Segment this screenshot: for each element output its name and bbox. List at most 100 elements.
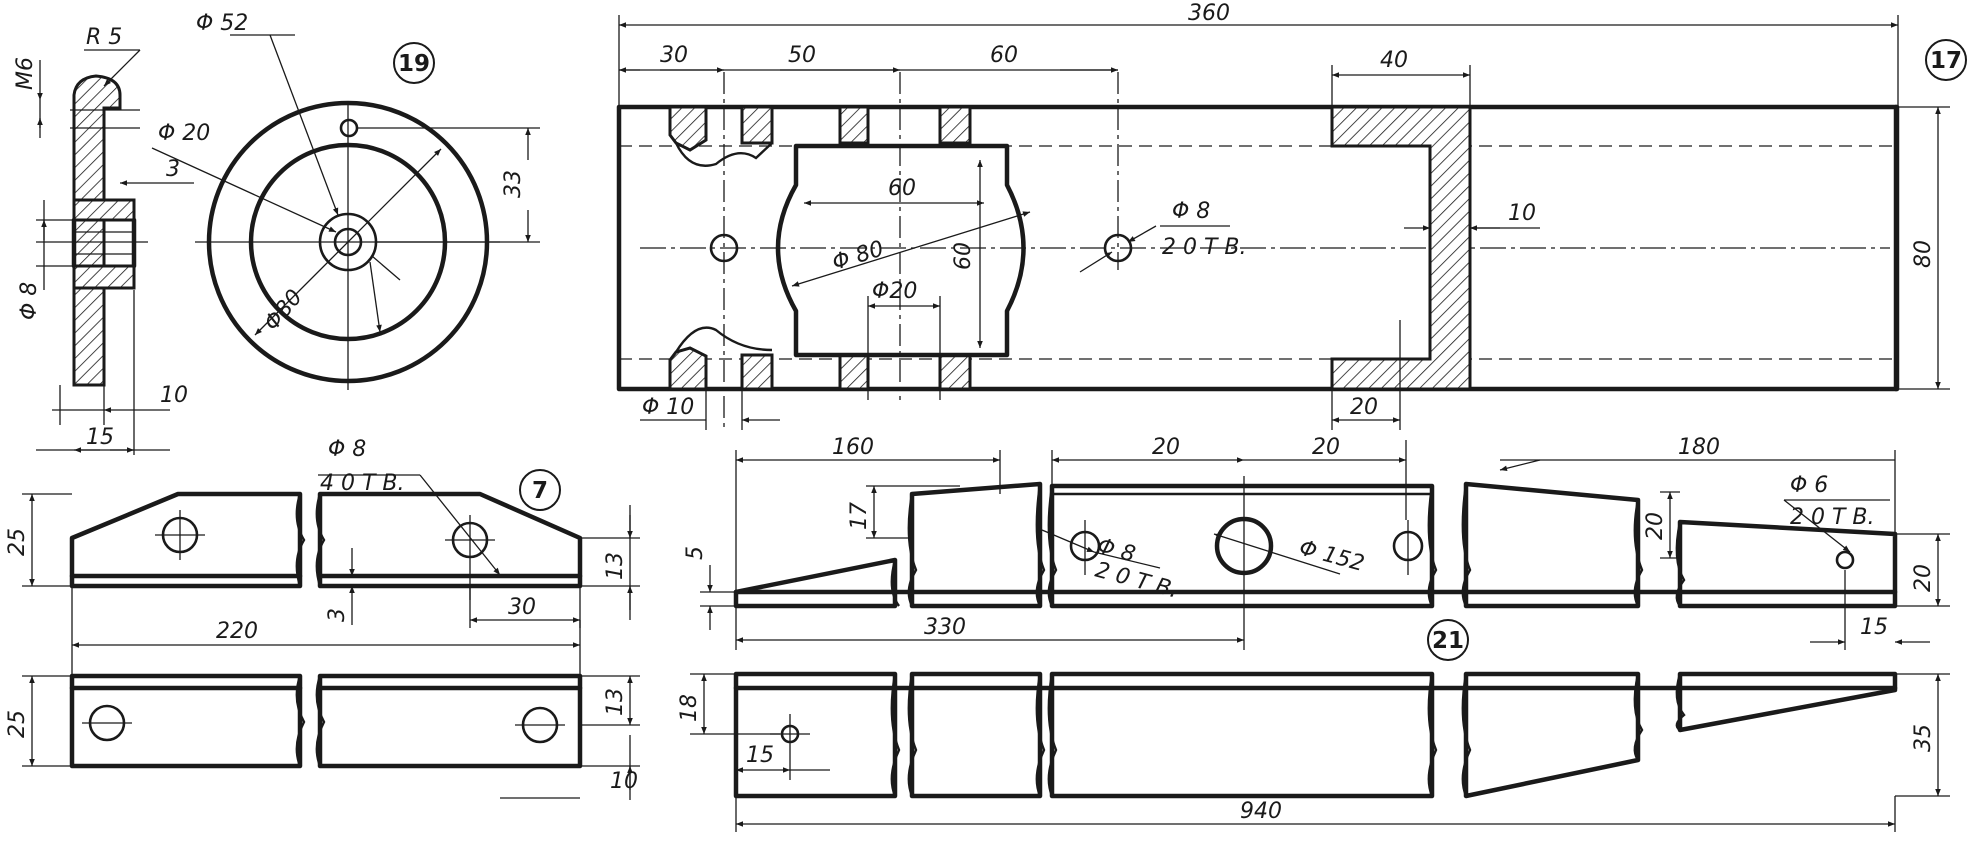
part-7-view: Φ 8 4 0 Т В. 25 13 3 30 220 [5,437,640,800]
p7-lower-break-r [315,675,326,767]
dim-d6: Φ 6 [1790,473,1828,498]
p17-d80-line [791,211,1031,287]
dim-20a-p21: 20 [1152,435,1180,460]
dim-17: 17 [847,502,872,530]
callout-17: 17 [1925,39,1967,81]
dim-d10-p17: Φ 10 [642,395,694,420]
p21-break-2 [907,493,918,607]
callout-21: 21 [1427,619,1469,661]
d52-leader [269,34,339,216]
dim-d20-p19: Φ 20 [158,121,210,146]
p17-block-tl3 [838,105,870,145]
dim-m6: M6 [13,57,38,90]
p7-hole-count: 4 0 Т В. [320,471,405,496]
p17-block-tl2 [740,105,774,145]
dim-220: 220 [216,619,258,644]
p21-lbreak-3 [1035,673,1046,797]
dim-d52: Φ 52 [196,11,248,36]
dim-15r-p21: 15 [1860,615,1888,640]
p21-hole-count-d6: 2 0 Т В. [1790,505,1875,530]
dim-60-inner: 60 [888,176,916,201]
dim-15-p21: 15 [746,743,774,768]
p21-break-4 [1047,485,1058,607]
p7-lower-break-l [295,675,306,767]
dim-d8-p19: Φ 8 [17,282,42,320]
p17-hole-count: 2 0 Т В. [1162,235,1247,260]
callout-21-circle [1427,619,1469,661]
dim-60-top: 60 [990,43,1018,68]
p21-lower-seg-1 [733,671,898,799]
dim-50-p17: 50 [788,43,816,68]
p17-block-bl1 [668,346,708,391]
p21-upper-seg-4 [1463,481,1641,609]
p21-break-6 [1461,483,1472,607]
p19-hub-rim-section [72,74,122,387]
p7-upper-bar-right [317,491,583,589]
dim-940: 940 [1240,799,1282,824]
p7-upper-break-r [315,493,326,587]
p7-lower-bar-right [317,673,583,769]
p21-lbreak-4 [1047,673,1058,797]
p21-dim180-arrow [1499,459,1541,472]
p21-upper-seg-2 [909,481,1043,609]
p21-break-7 [1633,499,1644,607]
dim-13-p7b: 13 [603,688,628,716]
callout-17-label: 17 [1930,48,1962,74]
part-21-view: Φ 8 2 0 Т В. Φ 152 Φ 6 2 0 Т В. 160 17 5… [677,435,1950,832]
dim-25-p7a: 25 [5,528,30,556]
p7-d8-leader [419,474,501,576]
d20-tick [371,255,401,281]
p21-lbreak-7 [1633,673,1644,761]
p17-bracket-section [1330,105,1472,391]
p17-block-tl4 [938,105,972,145]
dim-d8-p17: Φ 8 [1172,199,1210,224]
p17-block-bl3 [838,353,870,391]
dim-160: 160 [832,435,874,460]
dim-10-p7: 10 [610,769,638,794]
p21-hole-d6 [1835,550,1855,570]
p21-lower-seg-4 [1463,671,1641,799]
p19-boss-upper [72,198,136,222]
p21-upper-seg-3 [1049,483,1435,609]
p21-d6-leader [1783,499,1851,553]
p21-lbreak-5 [1427,673,1438,797]
dim-3-p7: 3 [325,608,350,622]
dim-3: 3 [166,157,180,182]
d52-arrow2 [369,261,382,333]
p21-d8-shelf [1093,551,1161,569]
p21-lbreak-2 [907,673,918,797]
p19-m6-hole [339,118,359,138]
p17-break-top [674,142,773,167]
r5-leader [103,49,141,87]
dim-33: 33 [501,170,526,198]
part-19-front-view: 33 Φ 52 Φ 20 Φ80 [151,11,540,390]
dim-d8-p7: Φ 8 [328,437,366,462]
p19-boss-lower [72,264,136,290]
p21-d152-leader [1213,533,1341,575]
callout-7-label: 7 [532,478,548,504]
dim-20v-p21: 20 [1643,512,1668,540]
callout-19-label: 19 [398,51,430,77]
dim-360: 360 [1188,1,1230,26]
dim-40-p17: 40 [1380,48,1408,73]
callout-7: 7 [519,469,561,511]
p21-break-5 [1427,485,1438,607]
p17-block-tl1 [668,105,708,152]
d80-diagonal [254,148,442,336]
p7-lower-bar-left [69,673,303,769]
p7-upper-bar-left [69,491,303,589]
dim-d20-p17: Φ20 [872,279,917,304]
p7-upper-break-l [295,493,306,587]
callout-17-circle [1925,39,1967,81]
p21-lbreak-1 [890,673,901,797]
dim-60-vert: 60 [951,242,976,270]
p21-break-3 [1035,483,1046,607]
dim-35: 35 [1911,724,1936,752]
part-19-view: R 5 M6 3 Φ 8 10 15 [13,11,540,455]
p17-d8-leader [1079,251,1113,273]
dim-30-p7: 30 [508,595,536,620]
part-19-side-section: R 5 M6 3 Φ 8 10 15 [13,25,194,455]
dim-20b-p21: 20 [1312,435,1340,460]
